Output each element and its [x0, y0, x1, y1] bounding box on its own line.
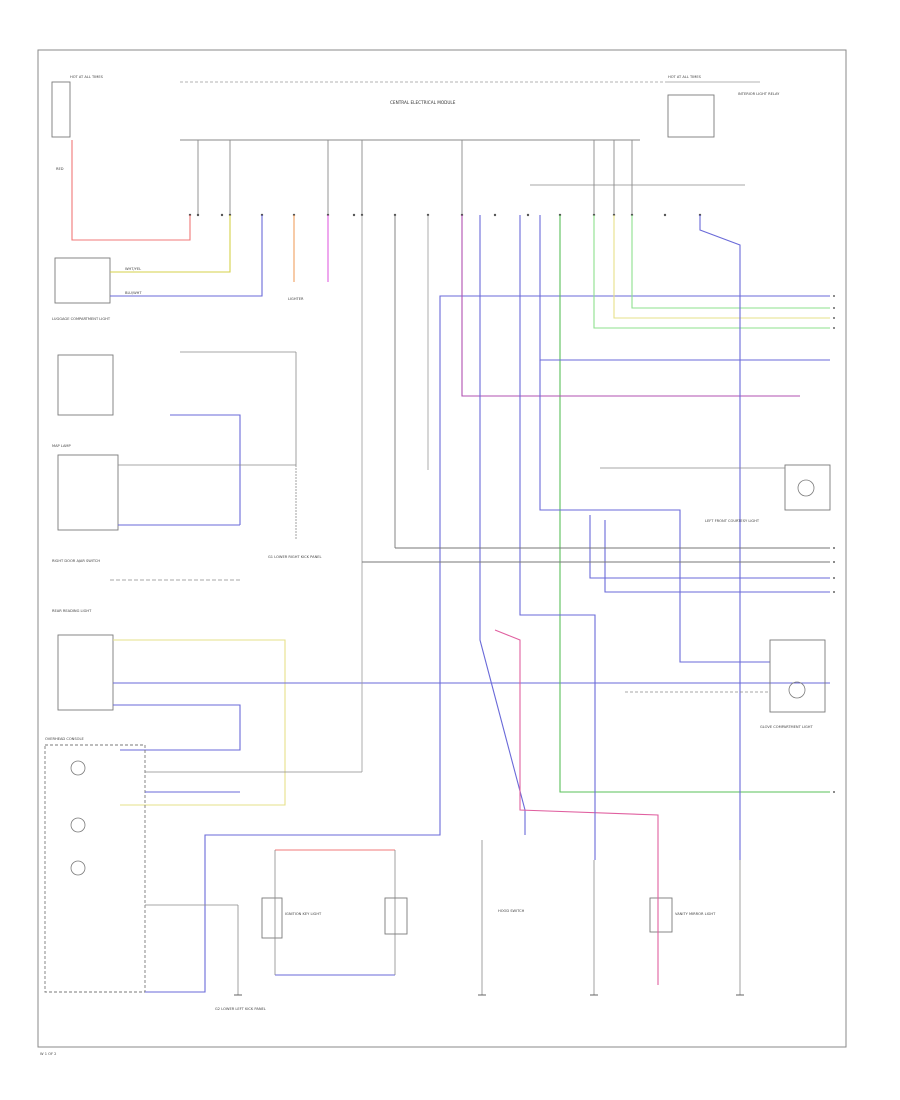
top-right-block [667, 94, 715, 138]
right-edge-stubs [833, 295, 835, 793]
overhead-console [44, 744, 146, 993]
left-courtesy-label: LEFT FRONT COURTESY LIGHT [705, 519, 760, 523]
yellow-wire-rear [113, 639, 286, 806]
blue-wire-right-3 [604, 520, 830, 593]
green-wire [559, 215, 830, 793]
rear-reading-light [57, 634, 114, 711]
blue-wire-vert-1 [479, 215, 526, 835]
overhead-wire-blue-2 [145, 295, 830, 993]
glove-label: GLOVE COMPARTMENT LIGHT [760, 725, 814, 729]
magenta-wire [494, 629, 659, 985]
hot-right-label: HOT AT ALL TIMES [668, 75, 702, 79]
interior-relay [54, 257, 111, 304]
courtesy-bulb [797, 479, 815, 497]
green-wire-3 [631, 215, 830, 309]
luggage-label: LUGGAGE COMPARTMENT LIGHT [52, 317, 111, 321]
diagram-frame [37, 49, 847, 1048]
ignition-key-light [261, 897, 283, 939]
map-lamp-label: MAP LAMP [52, 444, 72, 448]
blue-wire-right-2 [589, 515, 830, 579]
blue-wire-vert-3 [539, 215, 830, 361]
top-drop-lines [180, 139, 640, 215]
glove-compartment-light [769, 639, 826, 713]
blue-wire-right-1 [539, 360, 770, 663]
connector-row [188, 213, 702, 217]
g2-label: G2 LOWER LEFT KICK PANEL [215, 1007, 266, 1011]
left-front-courtesy-light [784, 464, 831, 511]
overhead-label: OVERHEAD CONSOLE [45, 737, 84, 741]
footer-text: W 1 OF 2 [40, 1052, 56, 1056]
yellow-wire-right [613, 215, 830, 319]
glove-bulb [788, 681, 806, 699]
green-wire-2 [593, 215, 830, 329]
luggage-switch [57, 354, 114, 416]
purple-wire [461, 215, 800, 397]
blue-wire-luggage [170, 414, 241, 525]
blue-wire-relay [110, 215, 263, 297]
hot-left-label: HOT AT ALL TIMES [70, 75, 104, 79]
vanity-label: VANITY MIRROR LIGHT [675, 912, 716, 916]
relay-wire-text-2: BLU/WHT [125, 291, 142, 295]
interior-relay-label: INTERIOR LIGHT RELAY [738, 92, 780, 96]
blue-wire-rear-2 [113, 704, 241, 751]
rear-reading-label: REAR READING LIGHT [52, 609, 92, 613]
hood-label: HOOD SWITCH [498, 909, 525, 913]
red-feed-wire [71, 140, 191, 241]
blue-wire-vanity [699, 215, 741, 860]
right-door-label: RIGHT DOOR AJAR SWITCH [52, 559, 100, 563]
cjb-title: CENTRAL ELECTRICAL MODULE [390, 100, 456, 105]
red-wire-label: RED [56, 167, 64, 171]
blue-wire-vert-2 [519, 215, 596, 860]
vanity-mirror-light [649, 897, 673, 933]
cigar-lighter-label: LIGHTER [288, 297, 304, 301]
map-lamp [57, 454, 119, 531]
cjb-module [384, 897, 408, 935]
ignition-key-label: IGNITION KEY LIGHT [285, 912, 322, 916]
g1-label: G1 LOWER RIGHT KICK PANEL [268, 555, 322, 559]
yellow-wire-relay [110, 215, 231, 273]
relay-wire-text-1: WHT/YEL [125, 267, 141, 271]
overhead-bulbs [70, 760, 86, 876]
hot-left-block [51, 81, 71, 138]
